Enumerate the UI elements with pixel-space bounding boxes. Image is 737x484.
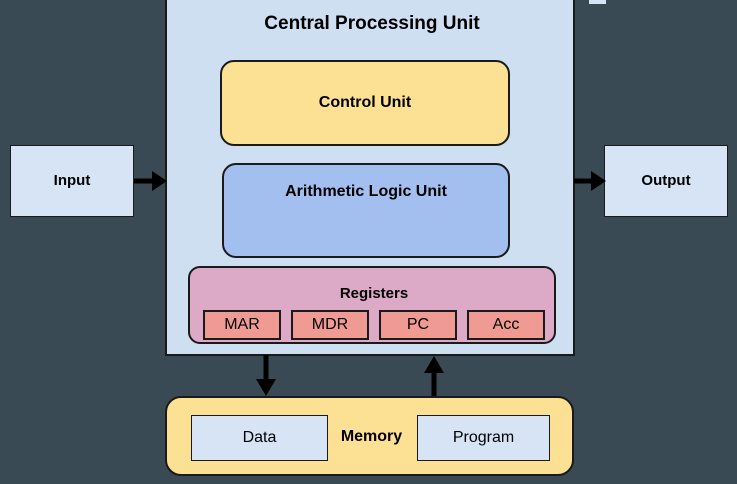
control-unit-block: Control Unit	[220, 60, 510, 146]
register-chip-label: MAR	[224, 316, 260, 334]
register-chip-mar: MAR	[203, 310, 281, 340]
memory-program-block: Program	[417, 415, 550, 461]
arrow-memory-to-cpu	[424, 356, 444, 396]
output-block: Output	[604, 145, 728, 217]
arrow-input-to-cpu	[134, 171, 167, 191]
cpu-title: Central Processing Unit	[264, 13, 480, 34]
registers-title: Registers	[339, 285, 409, 302]
register-chip-mdr: MDR	[291, 310, 369, 340]
top-edge-fragment	[589, 0, 606, 4]
register-chip-label: MDR	[311, 316, 349, 334]
register-chip-pc: PC	[379, 310, 457, 340]
alu-label: Arithmetic Logic Unit	[285, 183, 447, 200]
arrow-cpu-to-output	[574, 171, 606, 191]
registers-block: Registers MAR MDR PC Acc	[188, 266, 556, 344]
control-unit-label: Control Unit	[318, 94, 412, 112]
memory-data-block: Data	[191, 415, 328, 461]
memory-data-label: Data	[242, 429, 277, 447]
input-label: Input	[53, 171, 91, 189]
register-chip-row: MAR MDR PC Acc	[203, 310, 545, 340]
memory-title: Memory	[340, 428, 403, 445]
register-chip-label: Acc	[492, 316, 520, 334]
register-chip-acc: Acc	[467, 310, 545, 340]
alu-block: Arithmetic Logic Unit	[222, 163, 510, 258]
output-label: Output	[641, 171, 691, 189]
arrow-cpu-to-memory	[256, 355, 276, 396]
input-block: Input	[10, 145, 134, 217]
memory-block: Memory Data Program	[165, 396, 574, 476]
memory-program-label: Program	[452, 429, 515, 447]
register-chip-label: PC	[406, 316, 430, 334]
